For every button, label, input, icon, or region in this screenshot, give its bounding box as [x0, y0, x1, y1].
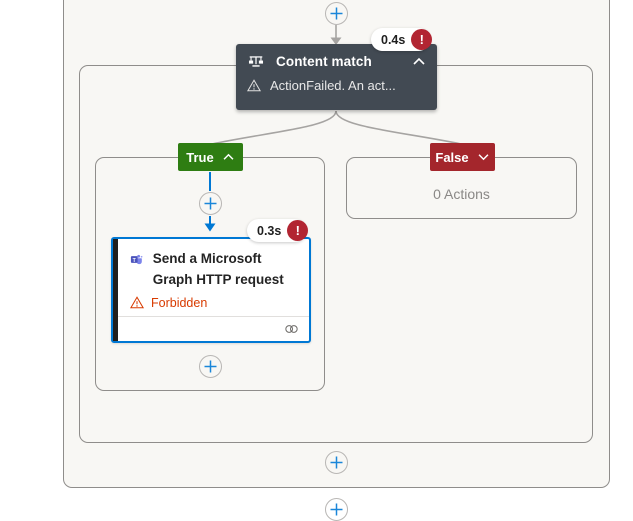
connection-link-icon[interactable] — [284, 323, 299, 335]
chevron-up-icon — [223, 153, 234, 160]
svg-text:T: T — [133, 258, 137, 264]
condition-title: Content match — [276, 53, 372, 69]
duration-text: 0.4s — [381, 32, 406, 47]
empty-branch-text: 0 Actions — [433, 186, 490, 202]
false-branch-label[interactable]: False — [430, 143, 495, 171]
plus-icon — [204, 197, 217, 210]
error-icon: ! — [411, 29, 433, 50]
chevron-down-icon — [478, 154, 489, 161]
plus-icon — [330, 456, 343, 469]
warning-icon — [130, 296, 144, 309]
action-status-text: Forbidden — [151, 295, 208, 310]
add-action-button-top[interactable] — [325, 2, 348, 25]
plus-icon — [204, 360, 217, 373]
condition-icon — [248, 56, 264, 67]
false-label-text: False — [435, 149, 469, 165]
error-icon: ! — [287, 220, 309, 241]
duration-text: 0.3s — [257, 223, 282, 238]
run-duration-badge-condition[interactable]: 0.4s ! — [371, 28, 433, 51]
run-duration-badge-action[interactable]: 0.3s ! — [247, 219, 309, 242]
teams-icon: T — [130, 254, 143, 265]
card-focus-strip — [113, 239, 118, 341]
add-action-button-after-action[interactable] — [199, 355, 222, 378]
plus-icon — [330, 7, 343, 20]
condition-error-text: ActionFailed. An act... — [270, 78, 396, 93]
true-label-text: True — [186, 149, 214, 165]
action-title: Send a Microsoft Graph HTTP request — [152, 251, 284, 287]
action-card[interactable]: T Send a Microsoft Graph HTTP request Fo… — [111, 237, 311, 343]
plus-icon — [330, 503, 343, 516]
condition-card[interactable]: Content match ActionFailed. An act... — [236, 44, 437, 110]
true-branch-label[interactable]: True — [178, 143, 243, 171]
add-action-button-after-condition[interactable] — [325, 451, 348, 474]
warning-icon — [247, 79, 261, 92]
add-action-button-after-scope[interactable] — [325, 498, 348, 521]
add-action-button-true-branch[interactable] — [199, 192, 222, 215]
collapse-chevron-icon[interactable] — [412, 57, 426, 66]
